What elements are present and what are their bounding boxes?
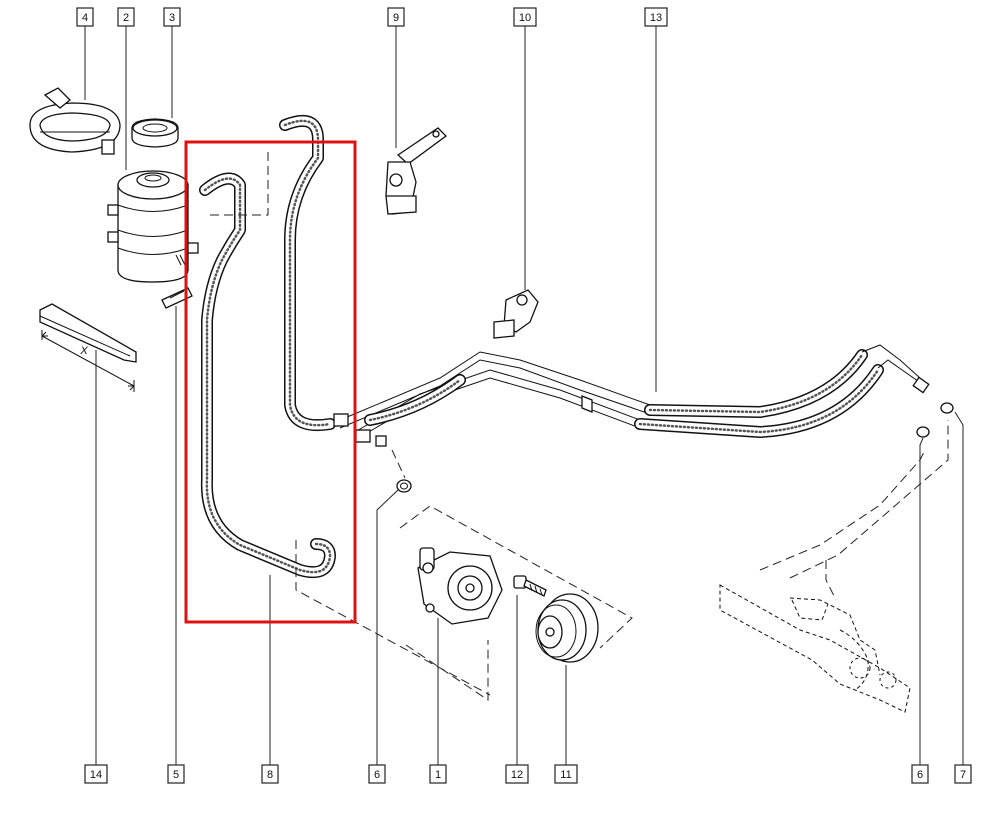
seal-ring-right-part xyxy=(916,426,930,438)
label-9: 9 xyxy=(387,7,405,27)
label-7: 7 xyxy=(954,764,972,784)
cable-tie-part xyxy=(39,303,137,392)
svg-text:12: 12 xyxy=(511,769,523,781)
label-10: 10 xyxy=(513,7,537,27)
svg-text:13: 13 xyxy=(650,12,662,24)
svg-text:1: 1 xyxy=(435,769,441,781)
label-6-right: 6 xyxy=(911,764,929,784)
mounting-bracket-part xyxy=(385,127,447,215)
reference-dashed-lines-bottom xyxy=(295,540,491,696)
svg-text:2: 2 xyxy=(123,12,129,24)
leader-6a xyxy=(376,489,399,765)
label-14: 14 xyxy=(84,764,108,784)
seal-ring-left-part xyxy=(396,479,412,493)
label-4: 4 xyxy=(76,7,94,27)
power-steering-pump-part xyxy=(417,547,503,625)
svg-text:4: 4 xyxy=(82,12,88,24)
svg-text:3: 3 xyxy=(169,12,175,24)
svg-text:7: 7 xyxy=(960,769,966,781)
label-8: 8 xyxy=(261,764,279,784)
pressure-pipe-assembly-part xyxy=(333,344,930,447)
highlight-frame xyxy=(184,140,357,624)
dimension-x-mark: X xyxy=(79,345,88,357)
svg-text:8: 8 xyxy=(267,769,273,781)
pipe-to-pump-dashed-line xyxy=(391,449,406,479)
pump-pulley-part xyxy=(535,593,599,663)
pipe-clip-part xyxy=(493,289,539,339)
label-12: 12 xyxy=(505,764,529,784)
svg-text:10: 10 xyxy=(519,12,531,24)
svg-text:6: 6 xyxy=(374,769,380,781)
leader-7 xyxy=(954,411,964,765)
label-5: 5 xyxy=(167,764,185,784)
svg-text:14: 14 xyxy=(90,769,102,781)
fluid-reservoir-part xyxy=(107,170,199,283)
svg-text:5: 5 xyxy=(173,769,179,781)
svg-text:11: 11 xyxy=(560,769,571,781)
label-6-left: 6 xyxy=(368,764,386,784)
svg-text:9: 9 xyxy=(393,12,399,24)
clamp-ring-part xyxy=(29,87,121,155)
label-13: 13 xyxy=(644,7,668,27)
steering-rack-ghost xyxy=(719,420,949,713)
label-2: 2 xyxy=(117,7,135,27)
reference-dashed-lines-top xyxy=(210,148,269,216)
pulley-bolt-part xyxy=(513,575,547,597)
pump-dashed-outline-lower xyxy=(405,640,489,701)
seal-ring-7-part xyxy=(940,402,954,414)
label-11: 11 xyxy=(554,764,578,784)
label-1: 1 xyxy=(429,764,447,784)
reservoir-cap-part xyxy=(131,118,179,148)
supply-hose-part xyxy=(199,172,336,579)
pump-dashed-outline xyxy=(399,505,633,649)
svg-text:6: 6 xyxy=(917,769,923,781)
leader-6b xyxy=(919,437,924,765)
return-hose-part xyxy=(279,115,336,432)
label-3: 3 xyxy=(163,7,181,27)
